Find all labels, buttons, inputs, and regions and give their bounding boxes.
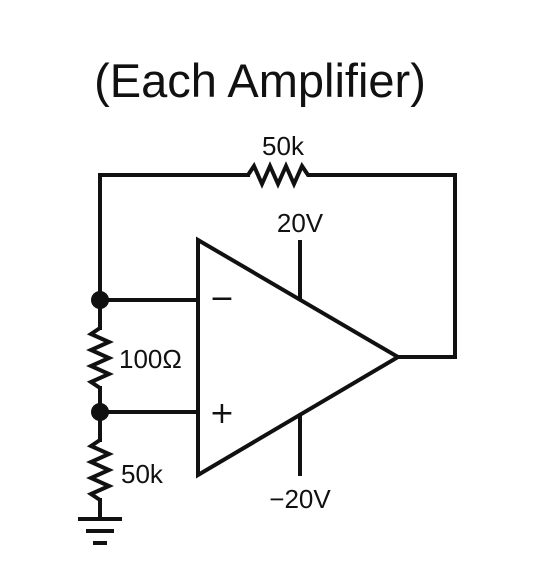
noninverting-input-sign: + (209, 396, 234, 431)
junction-dot-noninverting (91, 403, 109, 421)
feedback-wire-right (310, 173, 457, 359)
ground-icon (78, 517, 122, 545)
diagram-title: (Each Amplifier) (94, 54, 426, 107)
positive-supply-label: 20V (277, 208, 324, 238)
feedback-wire-left (98, 173, 250, 302)
sense-resistor-icon (86, 326, 114, 390)
feedback-resistor-icon (246, 161, 312, 189)
negative-supply-label: −20V (269, 484, 331, 514)
inverting-input-sign: − (209, 281, 234, 316)
ground-resistor-icon (86, 438, 114, 502)
ground-resistor-label: 50k (121, 459, 164, 489)
sense-resistor-label: 100Ω (119, 344, 182, 374)
feedback-resistor-label: 50k (262, 131, 305, 161)
junction-dot-inverting (91, 291, 109, 309)
